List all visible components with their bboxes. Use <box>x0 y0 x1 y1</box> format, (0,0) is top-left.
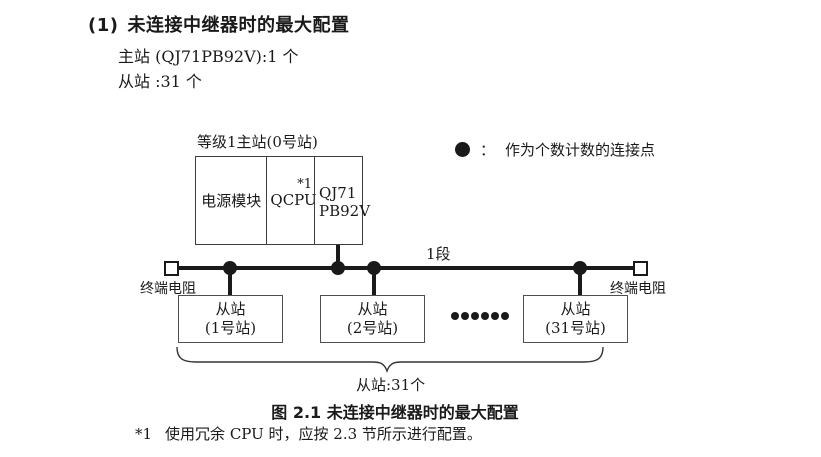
section-heading: (1) 未连接中继器时的最大配置 <box>88 11 349 37</box>
slave31-label-line2: (31号站) <box>545 319 606 337</box>
pb-module-label-line1: QJ71 <box>319 184 357 202</box>
pb-module-label-line2: PB92V <box>319 202 371 220</box>
connection-point-dot-icon <box>455 142 470 157</box>
terminating-resistor-left-square <box>164 261 179 276</box>
terminating-resistor-right-label: 终端电阻 <box>610 281 666 297</box>
slave-station-31-box: 从站 (31号站) <box>523 295 628 343</box>
connection-dot <box>331 261 345 275</box>
footnote-marker: *1 <box>135 425 153 443</box>
brace-label: 从站:31个 <box>356 376 426 394</box>
terminating-resistor-left-label: 终端电阻 <box>140 281 196 297</box>
master-count-line: 主站 (QJ71PB92V):1 个 <box>118 47 299 66</box>
footnote: *1 使用冗余 CPU 时，应按 2.3 节所示进行配置。 <box>135 423 482 444</box>
legend: ： 作为个数计数的连接点 <box>455 139 655 160</box>
figure-caption: 图 2.1 未连接中继器时的最大配置 <box>271 403 519 422</box>
slave-station-2-box: 从站 (2号站) <box>320 295 425 343</box>
power-module-label: 电源模块 <box>201 192 262 210</box>
power-module-cell: 电源模块 <box>196 157 266 244</box>
slave2-drop-line <box>372 268 376 296</box>
brace <box>176 346 604 373</box>
segment-label: 1段 <box>426 245 451 263</box>
slave2-label-line2: (2号站) <box>346 319 399 337</box>
terminating-resistor-right-square <box>633 261 648 276</box>
legend-separator: ： <box>480 141 496 159</box>
connection-dot <box>367 261 381 275</box>
master-station-box: 电源模块 *1 QCPU QJ71 PB92V <box>195 156 371 245</box>
slave1-label-line2: (1号站) <box>204 319 257 337</box>
slave31-label-line1: 从站 <box>560 300 591 318</box>
section-number: (1) <box>88 15 119 36</box>
bus-line <box>172 266 642 270</box>
cpu-label: QCPU <box>270 191 317 209</box>
master-station-label: 等级1主站(0号站) <box>197 133 318 151</box>
master-drop-line <box>336 245 340 268</box>
cpu-footnote-ref: *1 <box>297 177 312 192</box>
connection-dot <box>223 261 237 275</box>
section-title: 未连接中继器时的最大配置 <box>127 15 350 36</box>
slave-station-1-box: 从站 (1号站) <box>178 295 283 343</box>
slave2-label-line1: 从站 <box>357 300 388 318</box>
pb-module-cell: QJ71 PB92V <box>314 157 371 244</box>
slave1-label-line1: 从站 <box>215 300 246 318</box>
slave-count-line: 从站 :31 个 <box>118 72 202 91</box>
footnote-text: 使用冗余 CPU 时，应按 2.3 节所示进行配置。 <box>165 425 482 443</box>
cpu-cell: *1 QCPU <box>266 157 317 244</box>
slave31-drop-line <box>578 268 582 296</box>
connection-dot <box>573 261 587 275</box>
legend-text: 作为个数计数的连接点 <box>505 141 656 159</box>
slave1-drop-line <box>228 268 232 296</box>
ellipsis-dots <box>451 312 509 320</box>
